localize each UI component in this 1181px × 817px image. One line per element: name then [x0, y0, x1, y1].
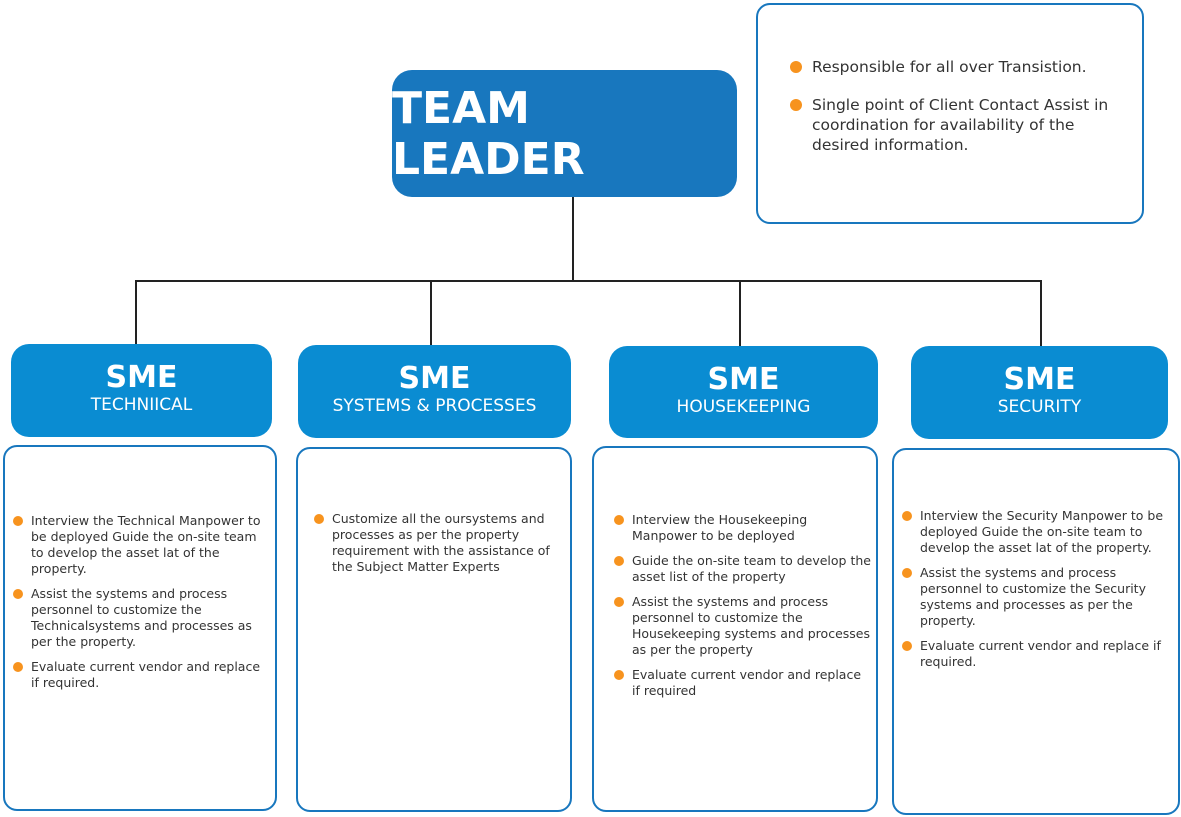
connector-line	[135, 280, 137, 345]
bullet-icon	[790, 99, 802, 111]
bullet-text: Customize all the oursystems and process…	[332, 511, 550, 574]
bullet-text: Assist the systems and process personnel…	[920, 565, 1146, 628]
bullet-text: Assist the systems and process personnel…	[31, 586, 252, 649]
bullet-icon	[902, 641, 912, 651]
sme-card-4: Interview the Security Manpower to be de…	[892, 448, 1180, 815]
bullet-text: Evaluate current vendor and replace if r…	[632, 667, 862, 698]
list-item: Customize all the oursystems and process…	[314, 511, 566, 575]
bullet-icon	[614, 515, 624, 525]
bullet-text: Evaluate current vendor and replace if r…	[920, 638, 1161, 669]
bullet-text: Assist the systems and process personnel…	[632, 594, 870, 657]
bullet-icon	[614, 597, 624, 607]
bullet-text: Single point of Client Contact Assist in…	[812, 96, 1109, 154]
connector-line	[1040, 280, 1042, 347]
bullet-text: Guide the on-site team to develop the as…	[632, 553, 871, 584]
bullet-icon	[614, 556, 624, 566]
team-leader-responsibilities: Responsible for all over Transistion. Si…	[756, 3, 1144, 224]
list-item: Single point of Client Contact Assist in…	[790, 95, 1122, 155]
list-item: Interview the Housekeeping Manpower to b…	[614, 512, 872, 544]
list-item: Assist the systems and process personnel…	[614, 594, 872, 658]
team-leader-title: TEAM LEADER	[392, 82, 585, 185]
list-item: Evaluate current vendor and replace if r…	[614, 667, 872, 699]
connector-line	[572, 197, 574, 282]
list-item: Evaluate current vendor and replace if r…	[13, 659, 271, 691]
list-item: Interview the Security Manpower to be de…	[902, 508, 1174, 556]
sme-card-2: Customize all the oursystems and process…	[296, 447, 572, 812]
sme-card-3: Interview the Housekeeping Manpower to b…	[592, 446, 878, 812]
sme-subtitle: HOUSEKEEPING	[676, 397, 811, 417]
sme-card-1: Interview the Technical Manpower to be d…	[3, 445, 277, 811]
bullet-icon	[13, 589, 23, 599]
list-item: Responsible for all over Transistion.	[790, 57, 1122, 77]
bullet-icon	[13, 516, 23, 526]
bullet-icon	[902, 568, 912, 578]
list-item: Assist the systems and process personnel…	[13, 586, 271, 650]
sme-title: SME	[707, 362, 780, 397]
list-item: Evaluate current vendor and replace if r…	[902, 638, 1174, 670]
sme-title: SME	[1003, 362, 1076, 397]
connector-line	[135, 280, 1042, 282]
bullet-icon	[314, 514, 324, 524]
sme-title: SME	[398, 361, 471, 396]
connector-line	[739, 280, 741, 347]
sme-title: SME	[105, 360, 178, 395]
list-item: Interview the Technical Manpower to be d…	[13, 513, 271, 577]
bullet-icon	[902, 511, 912, 521]
bullet-text: Interview the Technical Manpower to be d…	[31, 513, 261, 576]
bullet-icon	[790, 61, 802, 73]
team-leader-box: TEAM LEADER	[392, 70, 737, 197]
bullet-text: Responsible for all over Transistion.	[812, 58, 1087, 76]
bullet-text: Evaluate current vendor and replace if r…	[31, 659, 261, 690]
list-item: Assist the systems and process personnel…	[902, 565, 1174, 629]
sme-subtitle: SYSTEMS & PROCESSES	[332, 396, 537, 416]
bullet-icon	[13, 662, 23, 672]
bullet-text: Interview the Housekeeping Manpower to b…	[632, 512, 808, 543]
sme-subtitle: TECHNIICAL	[90, 395, 193, 415]
connector-line	[430, 280, 432, 346]
bullet-text: Interview the Security Manpower to be de…	[920, 508, 1164, 555]
list-item: Guide the on-site team to develop the as…	[614, 553, 872, 585]
bullet-icon	[614, 670, 624, 680]
sme-subtitle: SECURITY	[997, 397, 1082, 417]
